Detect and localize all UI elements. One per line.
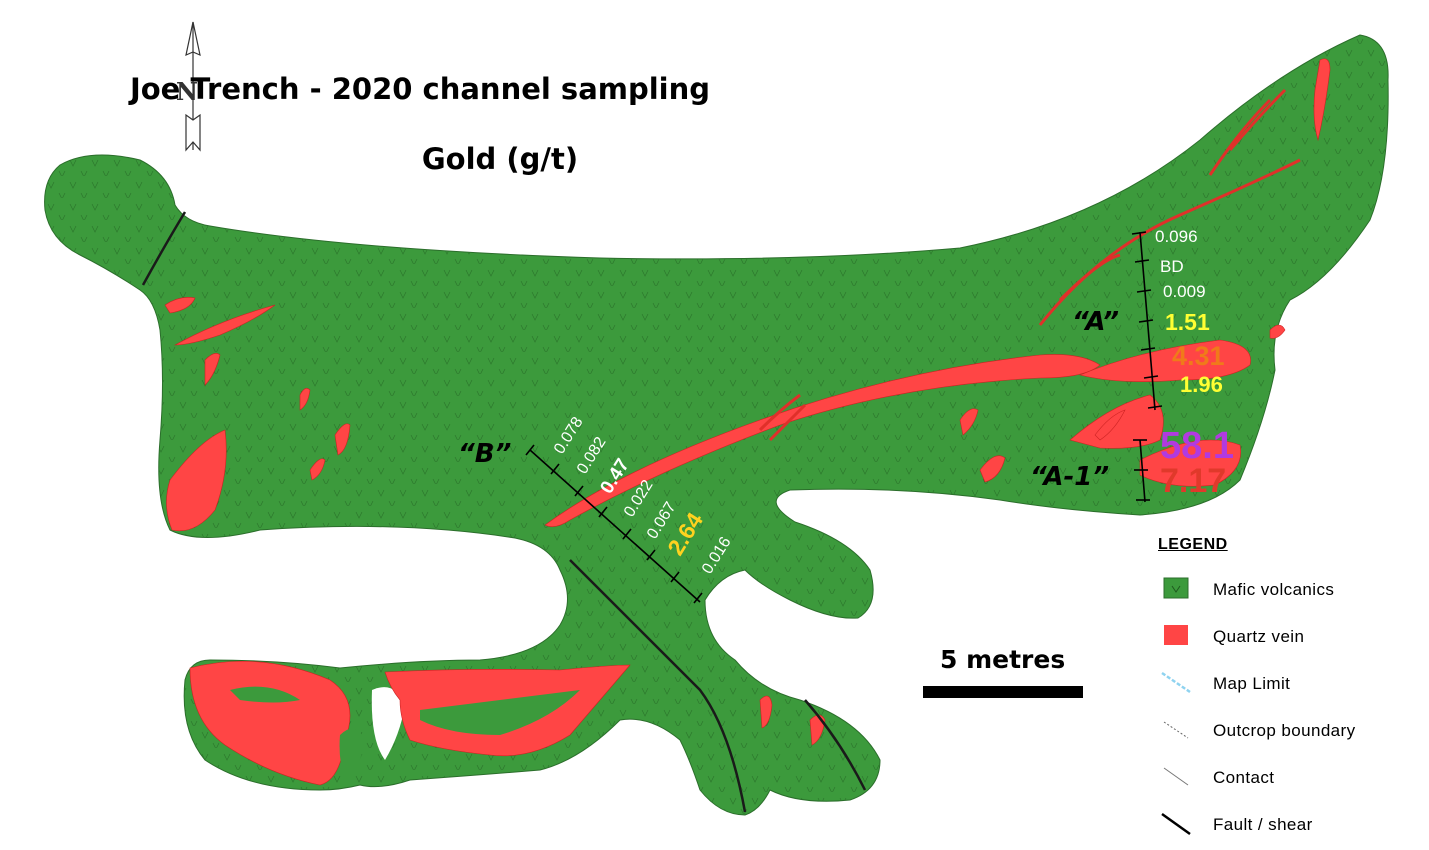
legend-symbols (1161, 577, 1191, 836)
channel-labels: “A” “A-1” “B” (458, 307, 1119, 492)
mafic-swatch (1163, 577, 1189, 599)
legend-item-contact: Contact (1158, 764, 1428, 794)
north-arrow-icon: N (176, 21, 201, 152)
sample-a-4: 4.31 (1172, 341, 1225, 371)
legend-label: Outcrop boundary (1213, 721, 1356, 740)
channel-b-label: “B” (458, 439, 511, 469)
quartz-veins (164, 58, 1331, 786)
channel-a1-label: “A-1” (1030, 462, 1109, 492)
legend-label: Mafic volcanics (1213, 580, 1335, 599)
channel-a-label: “A” (1072, 307, 1119, 337)
legend-heading: LEGEND (1158, 536, 1228, 553)
scale-bar-label: 5 metres (940, 645, 1066, 674)
channel-a1-samples: 58.1 7.17 (1160, 425, 1234, 500)
outcrop-line (1163, 721, 1189, 739)
legend-item-map-limit: Map Limit (1158, 670, 1428, 700)
legend-item-fault: Fault / shear (1158, 811, 1428, 841)
sample-a-1: BD (1160, 257, 1184, 276)
legend-item-outcrop: Outcrop boundary (1158, 717, 1428, 747)
legend-label: Quartz vein (1213, 627, 1305, 646)
legend-label: Contact (1213, 768, 1275, 787)
fault-line (1161, 812, 1191, 836)
sample-a-2: 0.009 (1163, 282, 1206, 301)
mafic-inliers (230, 686, 580, 780)
sample-a-5: 1.96 (1180, 372, 1223, 397)
contacts (758, 88, 1301, 442)
quartz-swatch (1164, 625, 1188, 645)
fault-lines (141, 211, 867, 813)
map-subtitle: Gold (g/t) (421, 142, 579, 176)
legend-item-quartz: Quartz vein (1158, 623, 1428, 653)
channel-a-line (1131, 231, 1163, 411)
legend: LEGEND Mafic volcanics Quartz vein Map L… (1158, 536, 1418, 834)
north-label: N (176, 77, 198, 106)
mafic-volcanics-outcrop (44, 34, 1389, 816)
map-title: Joe Trench - 2020 channel sampling (129, 72, 711, 106)
sample-a-0: 0.096 (1155, 227, 1198, 246)
channel-b-line (525, 444, 703, 604)
sample-a1-1: 7.17 (1160, 462, 1226, 500)
channel-a-samples: 0.096 BD 0.009 1.51 4.31 1.96 (1155, 227, 1225, 397)
legend-label: Fault / shear (1213, 815, 1313, 834)
channel-a1-line (1133, 439, 1150, 503)
legend-label: Map Limit (1213, 674, 1291, 693)
sample-a1-0: 58.1 (1160, 425, 1234, 467)
scale-bar (923, 686, 1083, 698)
legend-item-mafic: Mafic volcanics (1158, 576, 1428, 606)
sample-a-3: 1.51 (1165, 309, 1210, 335)
contact-line (1163, 767, 1189, 786)
